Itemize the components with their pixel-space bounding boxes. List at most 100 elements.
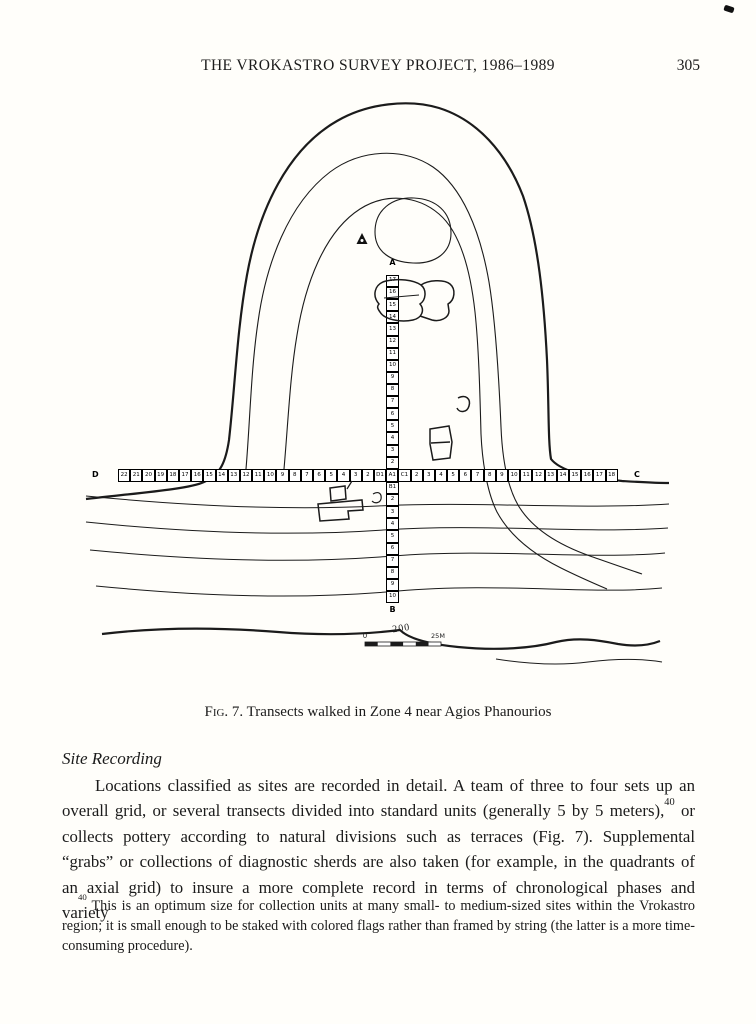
paragraph-text: Locations classified as sites are record… <box>62 776 695 821</box>
transect-cell: 7 <box>300 469 313 482</box>
transect-cell: 18 <box>605 469 618 482</box>
scale-max-label: 25M <box>431 632 445 640</box>
transect-cell: 19 <box>154 469 167 482</box>
transect-cell: 2 <box>386 494 399 507</box>
transect-cell: 5 <box>325 469 338 482</box>
footnote-number: 40 <box>78 892 87 903</box>
contour-line <box>85 102 670 501</box>
transect-cell: 7 <box>386 396 399 409</box>
transect-cell: 8 <box>483 469 496 482</box>
transect-cell: C1 <box>398 469 411 482</box>
triangle-marker-dot <box>360 239 364 242</box>
structure-outline <box>383 294 420 299</box>
transect-cell: 9 <box>276 469 289 482</box>
transect-label-c: C <box>634 470 640 479</box>
transect-cell: 16 <box>386 287 399 300</box>
transect-cell: 5 <box>447 469 460 482</box>
transect-cell: 12 <box>532 469 545 482</box>
contour-line <box>85 495 670 509</box>
transect-cell: 16 <box>581 469 594 482</box>
contour-line <box>85 521 669 534</box>
transect-cell: 9 <box>386 578 399 591</box>
contour-map-drawing: 200 0 25M <box>85 102 670 665</box>
figure-caption-text: Transects walked in Zone 4 near Agios Ph… <box>246 704 552 720</box>
figure-caption-label: Fig. 7. <box>204 704 244 720</box>
transect-cell: 6 <box>459 469 472 482</box>
transect-cell: 2 <box>386 456 399 469</box>
transect-cell: 4 <box>386 518 399 531</box>
transect-cell: 12 <box>386 335 399 348</box>
running-head-title: THE VROKASTRO SURVEY PROJECT, 1986–1989 <box>201 57 555 74</box>
transect-cell: 3 <box>386 444 399 457</box>
transect-cell: 10 <box>508 469 521 482</box>
transect-cell: 13 <box>544 469 557 482</box>
transect-cell: 6 <box>313 469 326 482</box>
footnote: 40 This is an optimum size for collectio… <box>62 893 695 956</box>
contour-line <box>495 658 663 665</box>
transect-cell: 6 <box>386 542 399 555</box>
transect-cell: 4 <box>337 469 350 482</box>
transect-cell: 4 <box>386 432 399 445</box>
structure-outline <box>317 499 364 522</box>
structure-outline <box>374 278 426 322</box>
transect-cell: 17 <box>178 469 192 482</box>
transect-cell: 13 <box>386 323 399 336</box>
contour-line <box>245 152 643 575</box>
transect-label-a: A <box>389 258 396 267</box>
transect-cell: 18 <box>166 469 179 482</box>
transect-cell: 8 <box>386 566 399 579</box>
transect-cell: 21 <box>130 469 143 482</box>
footnote-text: This is an optimum size for collection u… <box>62 898 695 954</box>
structure-outline <box>429 425 453 461</box>
transect-label-b: B <box>389 605 396 614</box>
transect-cell: 17 <box>593 469 606 482</box>
structure-outline <box>419 280 455 322</box>
scale-bar: 0 25M <box>363 632 445 647</box>
structure-outline <box>329 485 347 502</box>
transect-label-d: D <box>92 470 99 479</box>
transect-cell: 7 <box>386 554 399 567</box>
transect-cell: 3 <box>349 469 362 482</box>
transect-cell: 6 <box>386 408 399 421</box>
transect-cell: 8 <box>288 469 301 482</box>
triangle-marker <box>356 233 368 244</box>
transect-cell: 9 <box>495 469 508 482</box>
figure-caption: Fig. 7. Transects walked in Zone 4 near … <box>0 704 756 721</box>
scan-artifact <box>723 4 735 14</box>
transect-cell: 7 <box>471 469 484 482</box>
transect-cell: 5 <box>386 530 399 543</box>
transect-cell: 12 <box>239 469 253 482</box>
transect-cell: 10 <box>386 359 399 372</box>
transect-cell: 10 <box>264 469 277 482</box>
transect-cell: 15 <box>203 469 216 482</box>
paragraph-text: or collects pottery according to natural… <box>62 801 695 923</box>
transect-cell: 11 <box>386 347 399 360</box>
transect-cell: 16 <box>191 469 204 482</box>
structure-outline <box>456 395 471 413</box>
footnote-reference: 40 <box>664 797 675 809</box>
transect-cell: 15 <box>386 299 399 312</box>
transect-cell: 13 <box>227 469 240 482</box>
transect-cell: A1 <box>386 469 399 482</box>
transect-cell: 3 <box>422 469 435 482</box>
transect-cell: D1 <box>373 469 387 482</box>
contour-elevation-label: 200 <box>392 622 411 635</box>
transect-cell: 11 <box>252 469 265 482</box>
transect-cell: 3 <box>386 506 399 519</box>
transect-cell: 11 <box>520 469 533 482</box>
transect-cell: B1 <box>386 482 399 495</box>
transect-cell: 14 <box>556 469 569 482</box>
transect-cell: 5 <box>386 420 399 433</box>
transect-cell: 2 <box>410 469 423 482</box>
transect-cell: 10 <box>386 590 399 604</box>
contour-line <box>374 197 452 264</box>
body-paragraph: Locations classified as sites are record… <box>62 773 695 925</box>
transect-cell: 14 <box>215 469 228 482</box>
structure-outline <box>346 480 353 490</box>
page-number: 305 <box>676 57 700 74</box>
transect-cell: 9 <box>386 371 399 384</box>
transect-cell: 15 <box>568 469 582 482</box>
